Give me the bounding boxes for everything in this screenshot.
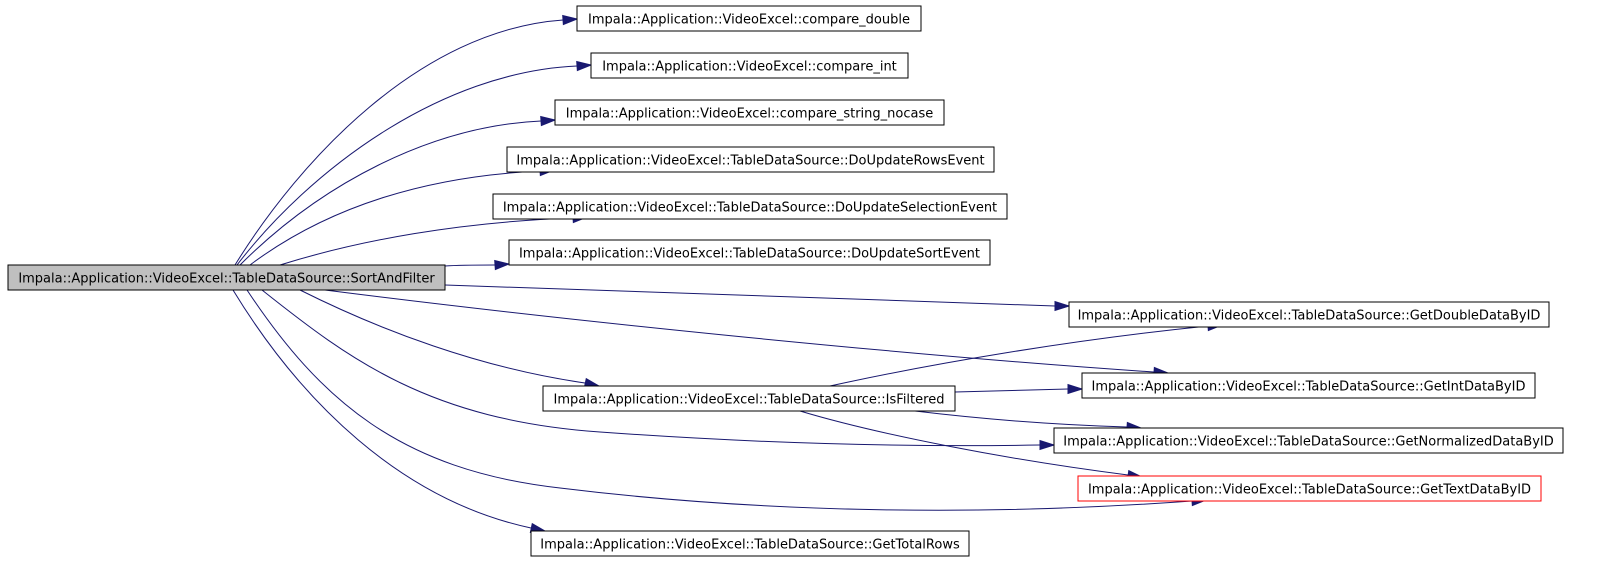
arrowhead (1054, 300, 1071, 312)
node-box (554, 99, 945, 126)
node-box (576, 5, 922, 32)
node-box (492, 193, 1008, 220)
arrowhead (1039, 439, 1056, 451)
node-get-total-rows[interactable]: Impala::Application::VideoExcel::TableDa… (530, 530, 970, 557)
node-label: Impala::Application::VideoExcel::TableDa… (1092, 380, 1526, 395)
node-get-normalized-data-by-id[interactable]: Impala::Application::VideoExcel::TableDa… (1053, 427, 1564, 454)
edge-sort_and_filter-to-get_total_rows (232, 289, 547, 534)
arrowhead (540, 115, 557, 127)
edge-line (444, 264, 496, 267)
node-box (1053, 427, 1564, 454)
node-label: Impala::Application::VideoExcel::TableDa… (1088, 483, 1531, 498)
edge-line (239, 120, 542, 266)
node-box (1077, 475, 1542, 502)
arrowhead (1067, 383, 1084, 395)
node-compare-int[interactable]: Impala::Application::VideoExcel::compare… (590, 52, 909, 79)
edge-sort_and_filter-to-get_normalized_data_by_id (261, 289, 1056, 451)
node-compare-double[interactable]: Impala::Application::VideoExcel::compare… (576, 5, 922, 32)
edge-sort_and_filter-to-do_update_sort_event (444, 259, 511, 271)
node-label: Impala::Application::VideoExcel::TableDa… (1063, 435, 1554, 450)
node-box (1081, 372, 1536, 399)
node-do-update-rows-event[interactable]: Impala::Application::VideoExcel::TableDa… (506, 146, 995, 173)
edge-sort_and_filter-to-compare_double (234, 14, 579, 266)
node-get-int-data-by-id[interactable]: Impala::Application::VideoExcel::TableDa… (1081, 372, 1536, 399)
node-is-filtered[interactable]: Impala::Application::VideoExcel::TableDa… (542, 385, 956, 412)
node-box (1068, 301, 1550, 328)
edge-sort_and_filter-to-get_double_data_by_id (444, 284, 1071, 312)
node-label: Impala::Application::VideoExcel::TableDa… (503, 201, 997, 216)
edge-line (249, 170, 541, 266)
node-box (590, 52, 909, 79)
edge-sort_and_filter-to-get_int_data_by_id (324, 289, 1170, 378)
edge-line (324, 289, 1155, 373)
arrowhead (562, 14, 579, 26)
node-label: Impala::Application::VideoExcel::TableDa… (18, 272, 435, 287)
node-label: Impala::Application::VideoExcel::TableDa… (519, 247, 980, 262)
arrowhead (576, 60, 593, 72)
edge-sort_and_filter-to-compare_string_nocase (239, 115, 557, 266)
edge-line (444, 284, 1056, 307)
edge-line (246, 289, 1193, 511)
node-sort-and-filter[interactable]: Impala::Application::VideoExcel::TableDa… (7, 264, 446, 291)
node-label: Impala::Application::VideoExcel::TableDa… (1078, 309, 1541, 324)
edge-line (914, 410, 1128, 428)
edge-sort_and_filter-to-compare_int (236, 60, 593, 266)
node-label: Impala::Application::VideoExcel::TableDa… (554, 393, 945, 408)
node-box (542, 385, 956, 412)
edge-line (829, 325, 1209, 387)
edge-line (236, 65, 578, 266)
edge-line (799, 410, 1129, 476)
edge-is_filtered-to-get_int_data_by_id (954, 383, 1084, 395)
edge-sort_and_filter-to-is_filtered (299, 289, 601, 389)
edge-line (232, 289, 532, 529)
edge-line (954, 388, 1069, 393)
node-get-double-data-by-id[interactable]: Impala::Application::VideoExcel::TableDa… (1068, 301, 1550, 328)
arrowhead (494, 259, 511, 271)
node-label: Impala::Application::VideoExcel::compare… (566, 107, 934, 122)
edge-line (279, 217, 574, 266)
node-label: Impala::Application::VideoExcel::compare… (588, 13, 910, 28)
node-label: Impala::Application::VideoExcel::compare… (602, 60, 897, 75)
edge-line (261, 289, 1041, 447)
node-do-update-sort-event[interactable]: Impala::Application::VideoExcel::TableDa… (508, 239, 991, 266)
edge-line (234, 19, 564, 266)
node-do-update-selection-event[interactable]: Impala::Application::VideoExcel::TableDa… (492, 193, 1008, 220)
node-compare-string-nocase[interactable]: Impala::Application::VideoExcel::compare… (554, 99, 945, 126)
edge-line (299, 289, 586, 384)
node-label: Impala::Application::VideoExcel::TableDa… (540, 538, 960, 553)
node-get-text-data-by-id[interactable]: Impala::Application::VideoExcel::TableDa… (1077, 475, 1542, 502)
node-box (7, 264, 446, 291)
nodes-layer: Impala::Application::VideoExcel::TableDa… (7, 5, 1564, 557)
node-label: Impala::Application::VideoExcel::TableDa… (516, 154, 984, 169)
node-box (506, 146, 995, 173)
node-box (508, 239, 991, 266)
node-box (530, 530, 970, 557)
